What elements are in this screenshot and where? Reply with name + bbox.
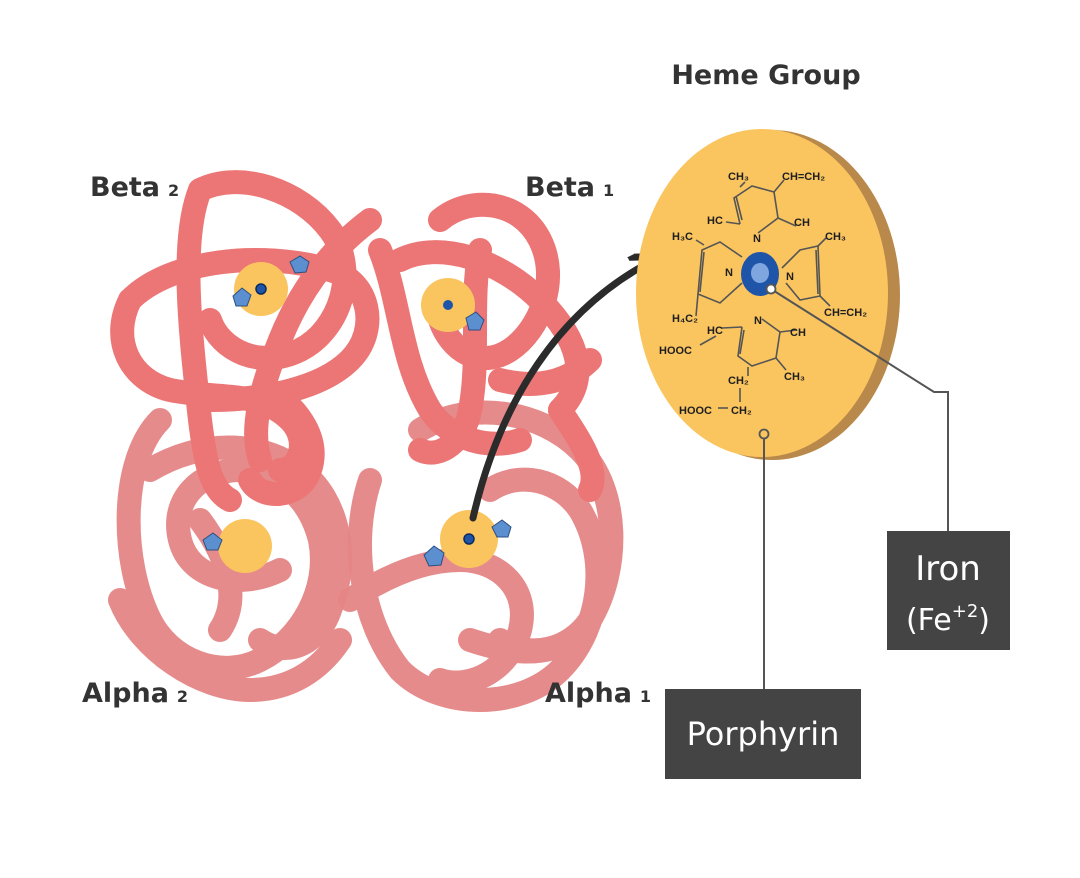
embedded-heme-alpha1 [423,510,512,568]
iron-formula: (Fe+2) [906,601,990,638]
zoom-arrow [469,262,650,522]
ch2-bottom: CH₂ [731,405,752,417]
n-bottom: N [754,315,762,327]
embedded-heme-beta1 [421,278,485,332]
porphyrin-pointer-dot [758,428,770,440]
iron-pointer-dot [765,283,777,295]
n-right: N [786,271,794,283]
vinyl-top: CH=CH₂ [782,171,825,183]
porphyrin-callout: Porphyrin [665,689,861,779]
ch-lower: CH [790,327,806,339]
beta2-chain [110,170,382,512]
hemoglobin-protein [108,170,624,712]
h4c2-left: H₄C₂ [672,313,698,325]
iron-label: Iron [915,549,981,589]
embedded-heme-alpha2 [202,519,272,573]
iron-callout: Iron (Fe+2) [887,531,1010,650]
alpha1-chain [338,400,624,712]
callout-lines [763,288,949,690]
ch3-lower: CH₃ [784,371,805,383]
ch-upper: CH [794,217,810,229]
hc-upper: HC [707,215,723,227]
heme-group-disc [636,129,900,460]
porphyrin-label: Porphyrin [687,715,840,753]
heme-group-title: Heme Group [671,60,860,91]
h3c-left: H₃C [672,231,693,243]
hc-lower: HC [707,325,723,337]
n-top: N [753,233,761,245]
ch3-top: CH₃ [728,171,749,183]
beta1-chain [368,192,605,502]
embedded-heme-beta2 [232,255,310,316]
ch3-right: CH₃ [825,231,846,243]
heme-formula-labels: CH₃ CH=CH₂ HC CH H₃C CH₃ N N N CH=CH₂ H₄… [659,171,867,417]
hooc-bottom: HOOC [679,405,712,417]
n-left: N [725,267,733,279]
alpha2-chain [108,408,352,702]
vinyl-right: CH=CH₂ [824,307,867,319]
porphyrin-bonds [695,179,831,409]
ch2-lower: CH₂ [728,375,749,387]
hooc-left: HOOC [659,345,692,357]
